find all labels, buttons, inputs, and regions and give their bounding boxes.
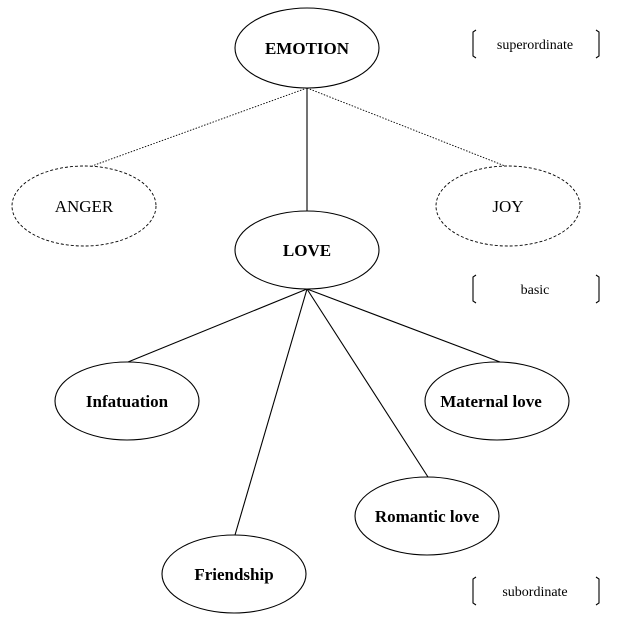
- level-superordinate-label: superordinate: [497, 38, 573, 53]
- level-superordinate: superordinate: [472, 29, 600, 59]
- node-infatuation-label: Infatuation: [86, 392, 169, 411]
- node-romantic-love: Romantic love: [354, 476, 500, 556]
- level-basic: basic: [472, 274, 600, 304]
- level-subordinate-right-bracket: [595, 576, 600, 606]
- node-maternal-love-label: Maternal love: [440, 392, 542, 411]
- level-subordinate: subordinate: [472, 576, 600, 606]
- edge-love-infatuation: [127, 288, 308, 363]
- node-anger-label: ANGER: [55, 197, 114, 216]
- level-superordinate-left-bracket: [472, 29, 477, 59]
- node-infatuation: Infatuation: [54, 361, 200, 441]
- level-superordinate-right-bracket: [595, 29, 600, 59]
- node-friendship-label: Friendship: [194, 565, 273, 584]
- level-subordinate-label: subordinate: [502, 585, 567, 600]
- node-maternal-love: Maternal love: [424, 361, 570, 441]
- node-love-label: LOVE: [283, 241, 331, 260]
- level-subordinate-left-bracket: [472, 576, 477, 606]
- level-basic-label: basic: [521, 283, 550, 298]
- edge-emotion-joy: [306, 87, 506, 167]
- edge-love-romantic-love: [306, 288, 429, 478]
- level-basic-left-bracket: [472, 274, 477, 304]
- node-love: LOVE: [234, 210, 380, 290]
- node-joy: JOY: [435, 165, 581, 247]
- edge-emotion-anger: [91, 87, 308, 167]
- edge-love-friendship: [234, 288, 308, 536]
- node-emotion: EMOTION: [234, 7, 380, 89]
- node-joy-label: JOY: [492, 197, 523, 216]
- node-emotion-label: EMOTION: [265, 39, 350, 58]
- edge-love-maternal-love: [306, 288, 501, 363]
- node-friendship: Friendship: [161, 534, 307, 614]
- level-basic-right-bracket: [595, 274, 600, 304]
- node-anger: ANGER: [11, 165, 157, 247]
- node-romantic-love-label: Romantic love: [375, 507, 480, 526]
